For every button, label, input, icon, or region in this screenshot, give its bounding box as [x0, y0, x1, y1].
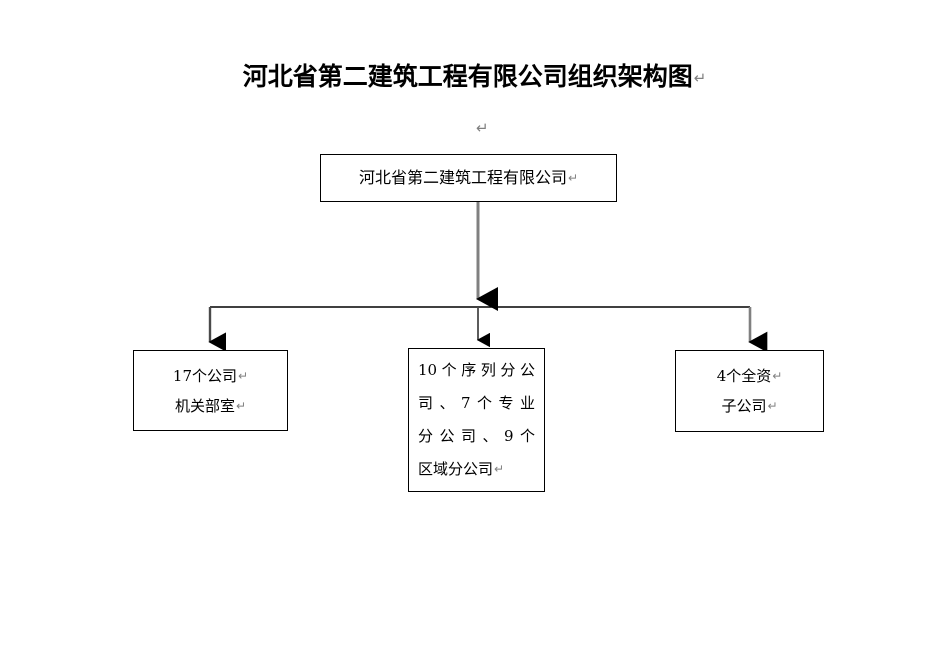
node-branches-line-1: 10个序列分公	[418, 361, 535, 379]
node-departments-line-2: 机关部室↵	[174, 396, 247, 415]
paragraph-mark-icon: ↵	[494, 462, 505, 476]
paragraph-mark-icon: ↵	[693, 69, 707, 87]
node-branches-line-4: 区域分公司↵	[418, 460, 505, 478]
node-subsidiaries-line-2: 子公司↵	[721, 397, 778, 415]
paragraph-mark-icon: ↵	[476, 119, 489, 137]
node-root[interactable]: 河北省第二建筑工程有限公司↵	[320, 154, 617, 202]
paragraph-mark-icon: ↵	[772, 369, 783, 383]
paragraph-mark-icon: ↵	[235, 398, 247, 413]
paragraph-mark-icon: ↵	[238, 368, 249, 383]
node-root-line: 河北省第二建筑工程有限公司↵	[358, 168, 579, 187]
page-title: 河北省第二建筑工程有限公司组织架构图↵	[0, 60, 949, 95]
paragraph-mark-icon: ↵	[567, 171, 579, 185]
node-branches-line-2: 司、7个专业	[418, 394, 535, 412]
node-subsidiaries-line-1: 4个全资↵	[716, 367, 783, 385]
node-branches-line-3: 分公司、9个	[418, 427, 535, 445]
node-departments-line-1: 17个公司↵	[172, 366, 249, 385]
node-departments[interactable]: 17个公司↵ 机关部室↵	[133, 350, 288, 431]
paragraph-mark-icon: ↵	[767, 399, 778, 413]
node-branches[interactable]: 10个序列分公 司、7个专业 分公司、9个 区域分公司↵	[408, 348, 545, 492]
page-title-text: 河北省第二建筑工程有限公司组织架构图	[242, 62, 693, 91]
node-subsidiaries[interactable]: 4个全资↵ 子公司↵	[675, 350, 824, 432]
